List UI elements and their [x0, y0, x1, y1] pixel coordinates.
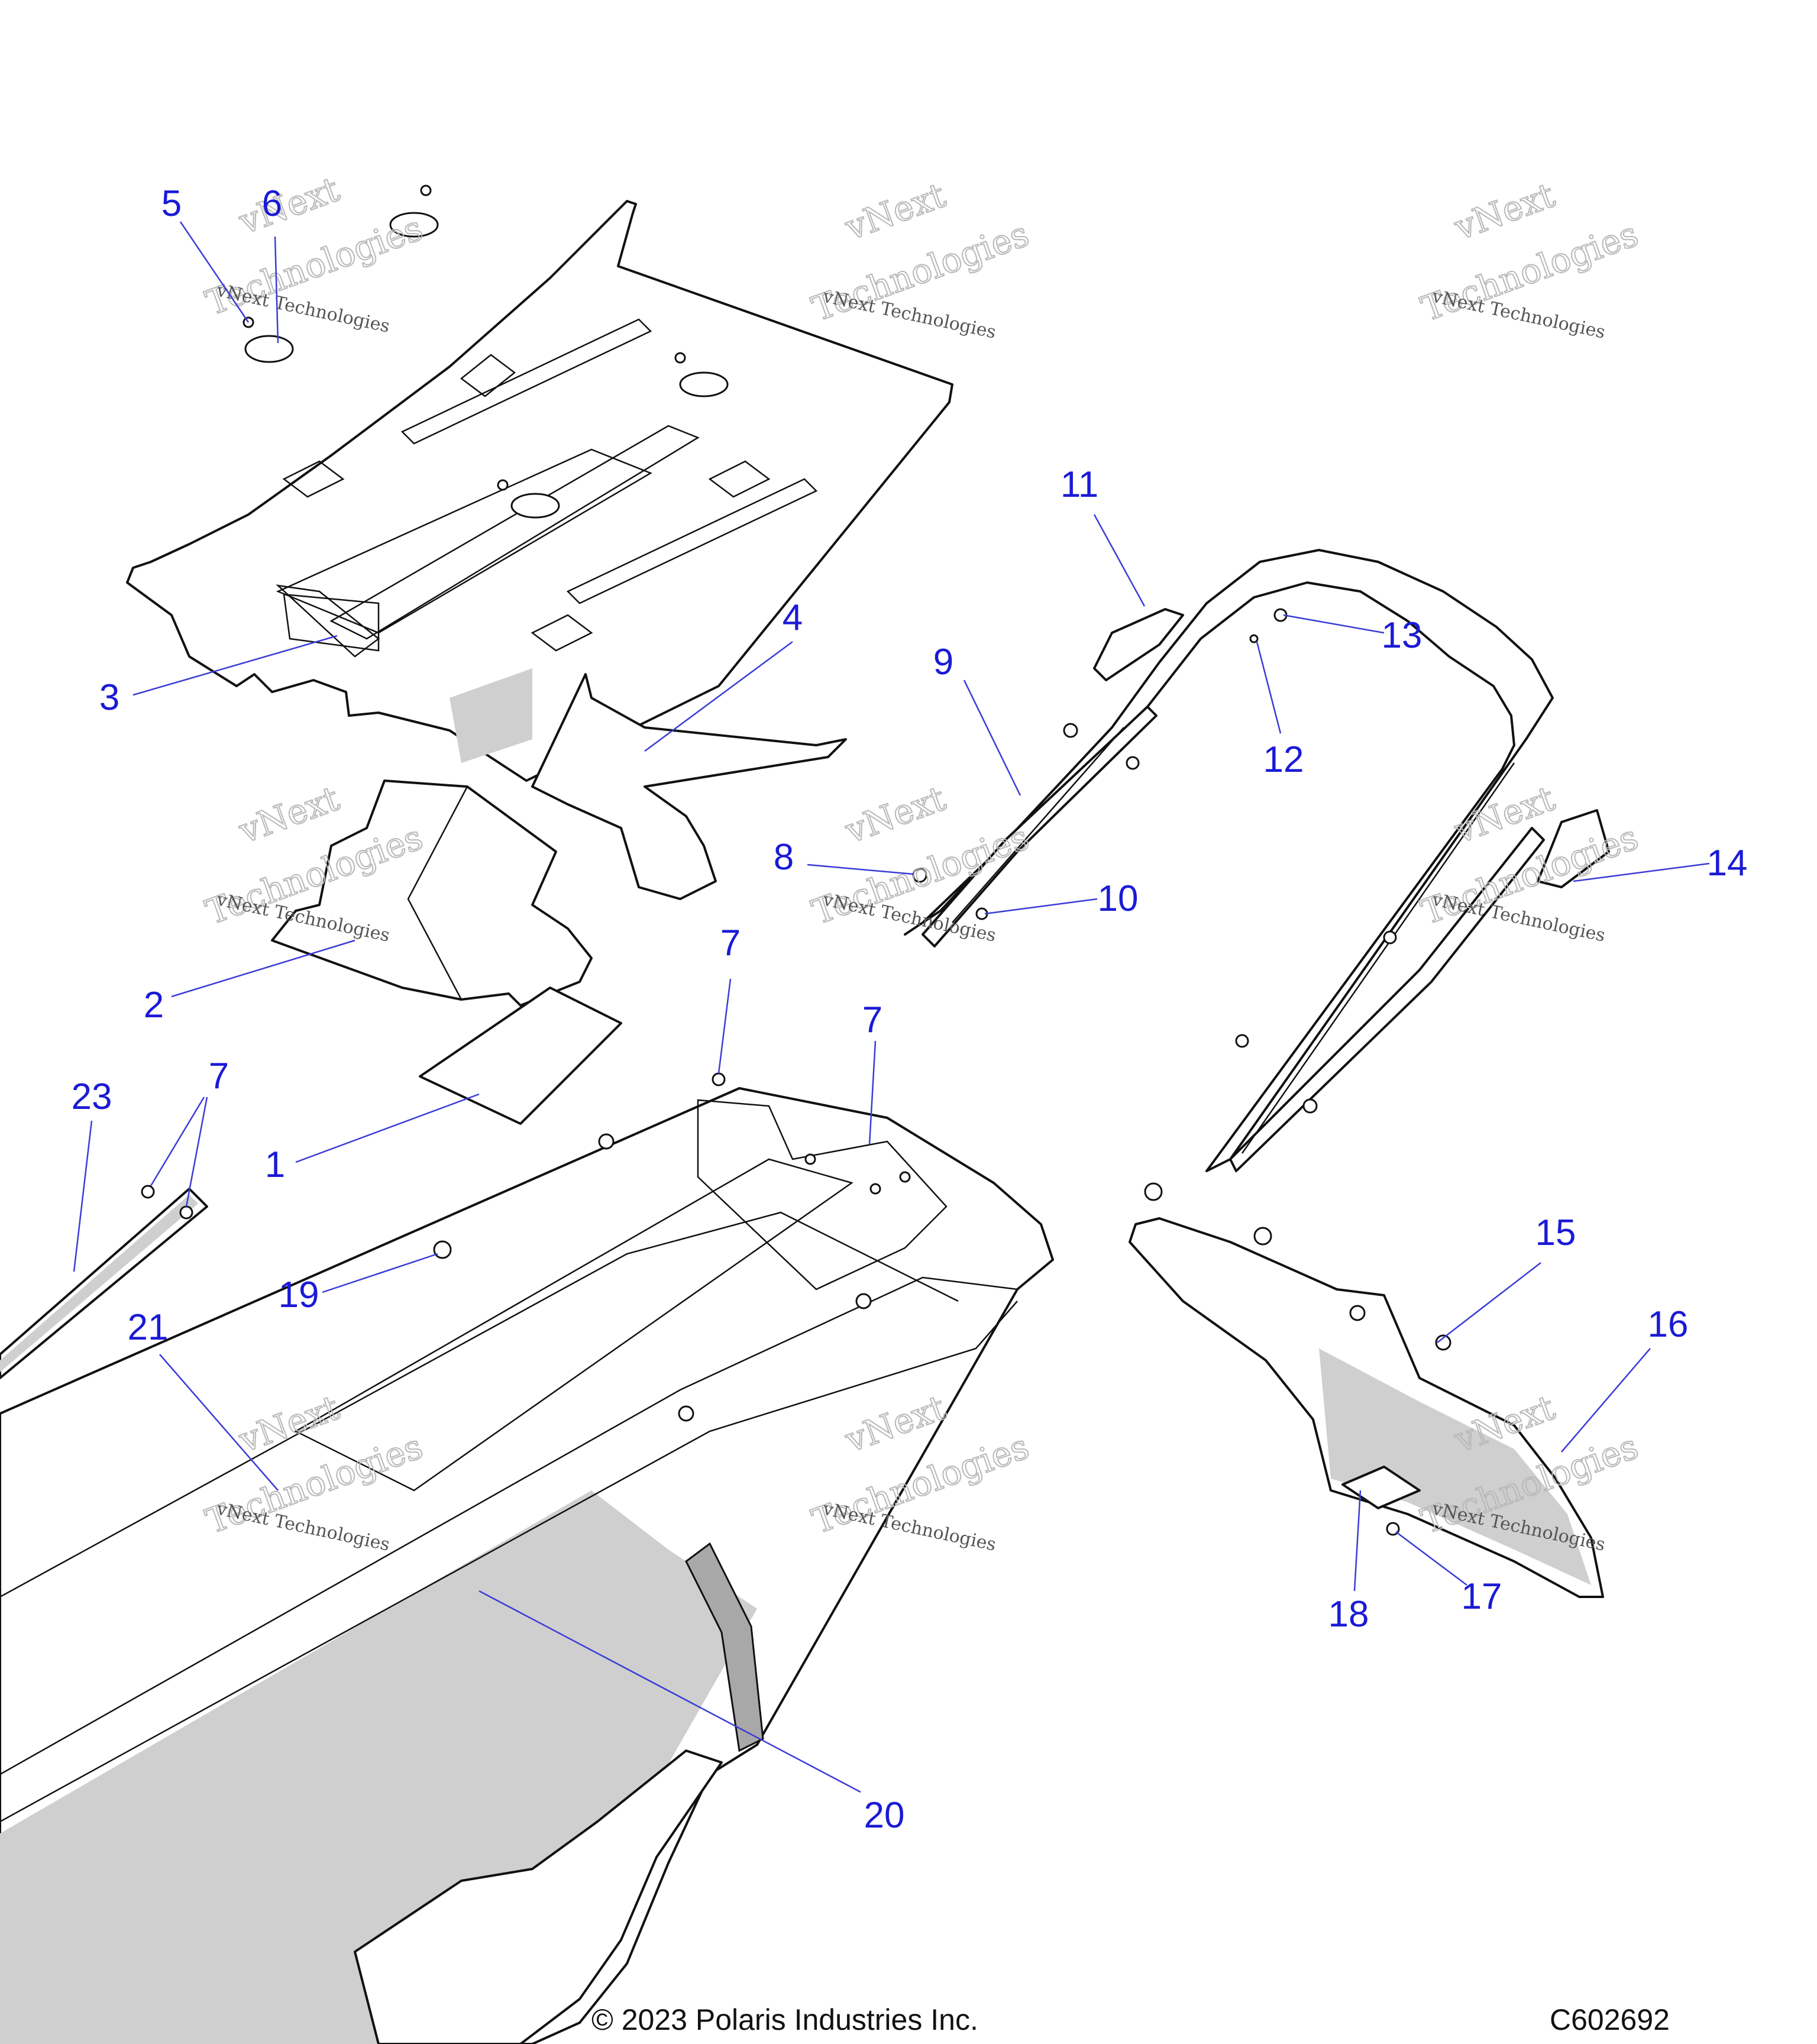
grab-bar-hardware: [912, 608, 1610, 1114]
callout-7-top: 7: [720, 923, 741, 963]
callout-14: 13: [1382, 615, 1422, 656]
callout-22: 21: [128, 1307, 169, 1348]
callout-8: 7: [862, 1000, 882, 1040]
callout-23: 23: [72, 1076, 112, 1117]
tunnel-assembly: [0, 1087, 1054, 2044]
seat-support-bracket: [531, 673, 847, 900]
decal-plate: [419, 987, 622, 1125]
callout-10: 9: [933, 642, 953, 683]
svg-text:vNext: vNext: [840, 175, 951, 248]
callout-2: 2: [144, 985, 164, 1026]
svg-text:vNext: vNext: [1449, 175, 1560, 248]
callout-13: 12: [1263, 739, 1304, 780]
svg-text:vNext: vNext: [840, 778, 951, 852]
callout-9: 8: [774, 837, 794, 878]
copyright-text: © 2023 Polaris Industries Inc.: [591, 2003, 978, 2036]
callout-7-left: 7: [209, 1056, 229, 1097]
callout-3: 3: [99, 677, 119, 718]
callout-6: 6: [262, 183, 282, 224]
callout-15: 14: [1707, 843, 1748, 884]
callout-20: 19: [279, 1275, 319, 1315]
figure-code: C602692: [1550, 2003, 1670, 2036]
rear-grab-bar: [904, 549, 1554, 1172]
callout-18: 17: [1462, 1576, 1502, 1617]
callout-1: 1: [265, 1144, 285, 1185]
callout-21: 20: [864, 1795, 905, 1836]
watermark-line1: vNext: [234, 169, 345, 242]
tunnel-fastener-group: [433, 1072, 911, 1422]
callout-labels: 5 6 11 4 13 9 3 12 8 14 10 7 2 7 7 23 1 …: [72, 183, 1748, 1836]
callout-16: 15: [1535, 1212, 1576, 1253]
callout-19: 18: [1328, 1594, 1369, 1635]
svg-text:vNext: vNext: [234, 778, 345, 852]
seat-pad: [271, 780, 593, 1007]
grab-bar-insert: [1093, 608, 1184, 681]
callout-11: 10: [1098, 878, 1139, 919]
callout-4: 4: [783, 597, 803, 638]
callout-5: 5: [161, 183, 182, 224]
leader-lines: [73, 221, 1710, 1793]
tunnel-side-trim: [0, 1185, 208, 1379]
rear-snow-flap: [1129, 1182, 1604, 1598]
callout-17: 16: [1648, 1304, 1689, 1345]
callout-12: 11: [1061, 464, 1098, 505]
seat-fastener-group: [243, 185, 729, 519]
seat-platform: [126, 200, 953, 782]
